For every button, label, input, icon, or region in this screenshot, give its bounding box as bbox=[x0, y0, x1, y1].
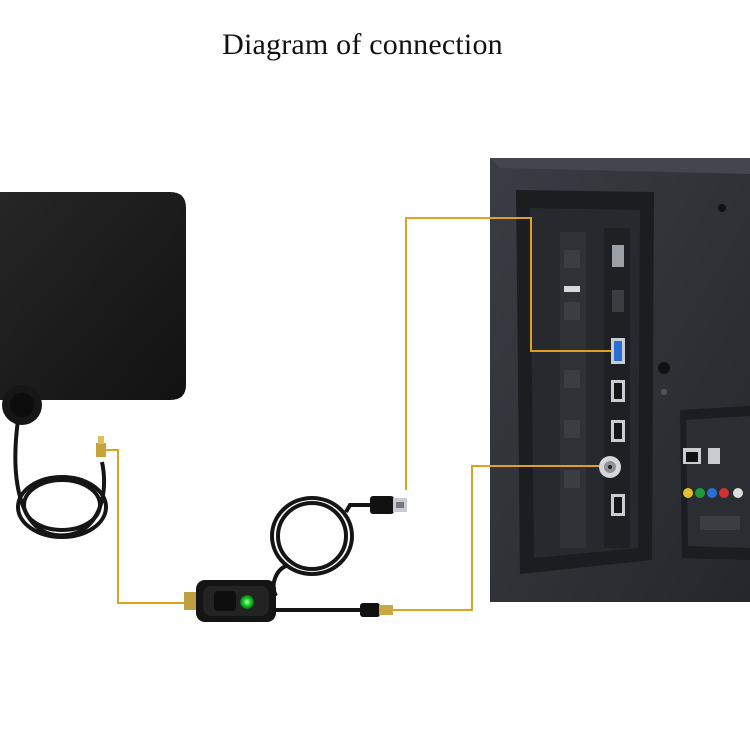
tv-rear-panel bbox=[490, 158, 750, 602]
amplifier-to-tv-antenna-input-line bbox=[393, 465, 599, 611]
usb-power-plug bbox=[370, 496, 407, 514]
flat-antenna bbox=[0, 192, 186, 425]
tv-antenna-input-port bbox=[599, 456, 621, 478]
signal-amplifier bbox=[184, 580, 276, 622]
connection-lines bbox=[106, 217, 611, 611]
side-port-bay bbox=[516, 190, 654, 574]
amplifier-output-cable bbox=[276, 603, 393, 617]
antenna-to-amplifier-line bbox=[106, 449, 184, 604]
rear-port-bay bbox=[680, 406, 750, 560]
antenna-coiled-cable bbox=[13, 419, 108, 539]
power-indicator-light bbox=[240, 595, 254, 609]
diagram-title: Diagram of connection bbox=[222, 28, 503, 61]
antenna-coax-connector bbox=[96, 436, 106, 457]
usb-to-tv-usb-port-line bbox=[405, 217, 611, 490]
usb-power-cable bbox=[270, 496, 370, 597]
tv-usb-port bbox=[611, 338, 625, 364]
